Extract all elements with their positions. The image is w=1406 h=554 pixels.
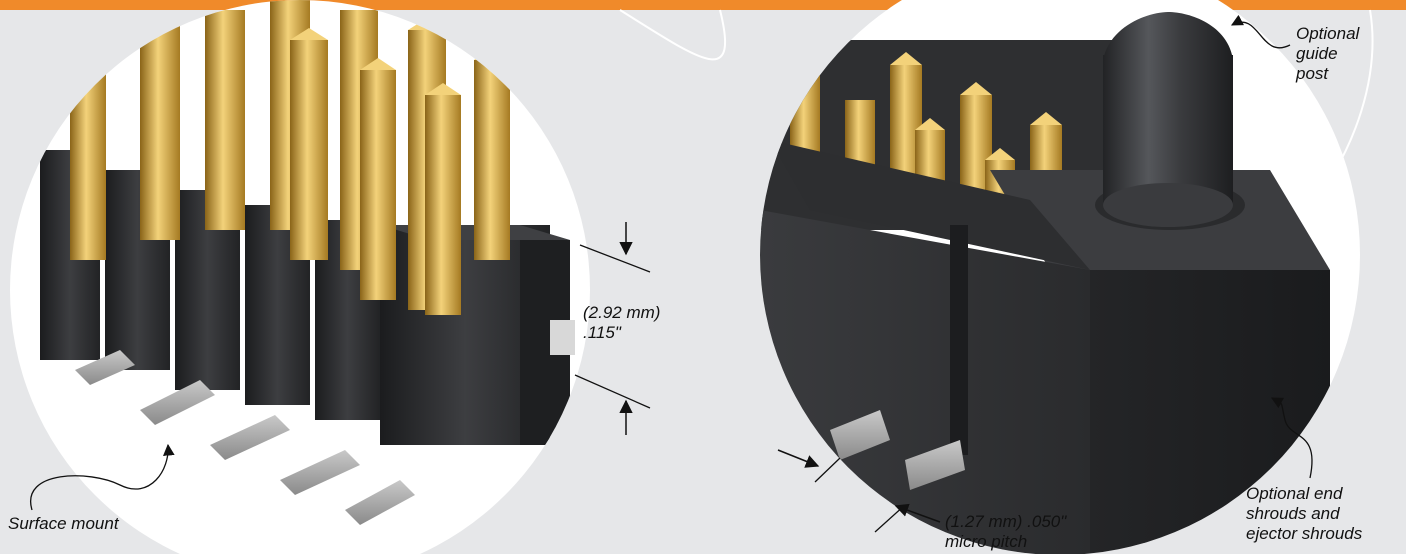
height-mm: (2.92 mm) xyxy=(583,303,661,322)
surface-mount-leader xyxy=(29,443,175,511)
guide-post-leader xyxy=(1230,14,1291,49)
pitch-arrow-right xyxy=(894,503,941,523)
pitch-caption: micro pitch xyxy=(945,532,1028,551)
surface-mount-label: Surface mount xyxy=(8,514,119,533)
end-shroud-leader xyxy=(1270,397,1313,479)
pitch-dimension-label: (1.27 mm) .050" micro pitch xyxy=(945,512,1066,552)
height-in: .115" xyxy=(583,323,621,342)
guide-post-label: Optional guide post xyxy=(1296,24,1360,83)
gold-pins xyxy=(70,0,510,315)
smt-tails xyxy=(75,320,575,525)
left-detail-circle xyxy=(10,0,727,554)
end-shroud-block xyxy=(760,140,1330,554)
end-shrouds-label: Optional end shrouds and ejector shrouds xyxy=(1246,484,1363,543)
right-detail-circle xyxy=(760,0,1374,554)
pitch-arrow-left xyxy=(777,449,820,468)
top-accent-bar xyxy=(0,0,1406,10)
height-dimension-label: (2.92 mm) .115" xyxy=(583,303,660,343)
connector-housing xyxy=(40,150,570,445)
pitch-value: (1.27 mm) .050" xyxy=(945,512,1067,531)
smt-tails-right xyxy=(830,410,965,490)
guide-post xyxy=(1095,12,1245,230)
